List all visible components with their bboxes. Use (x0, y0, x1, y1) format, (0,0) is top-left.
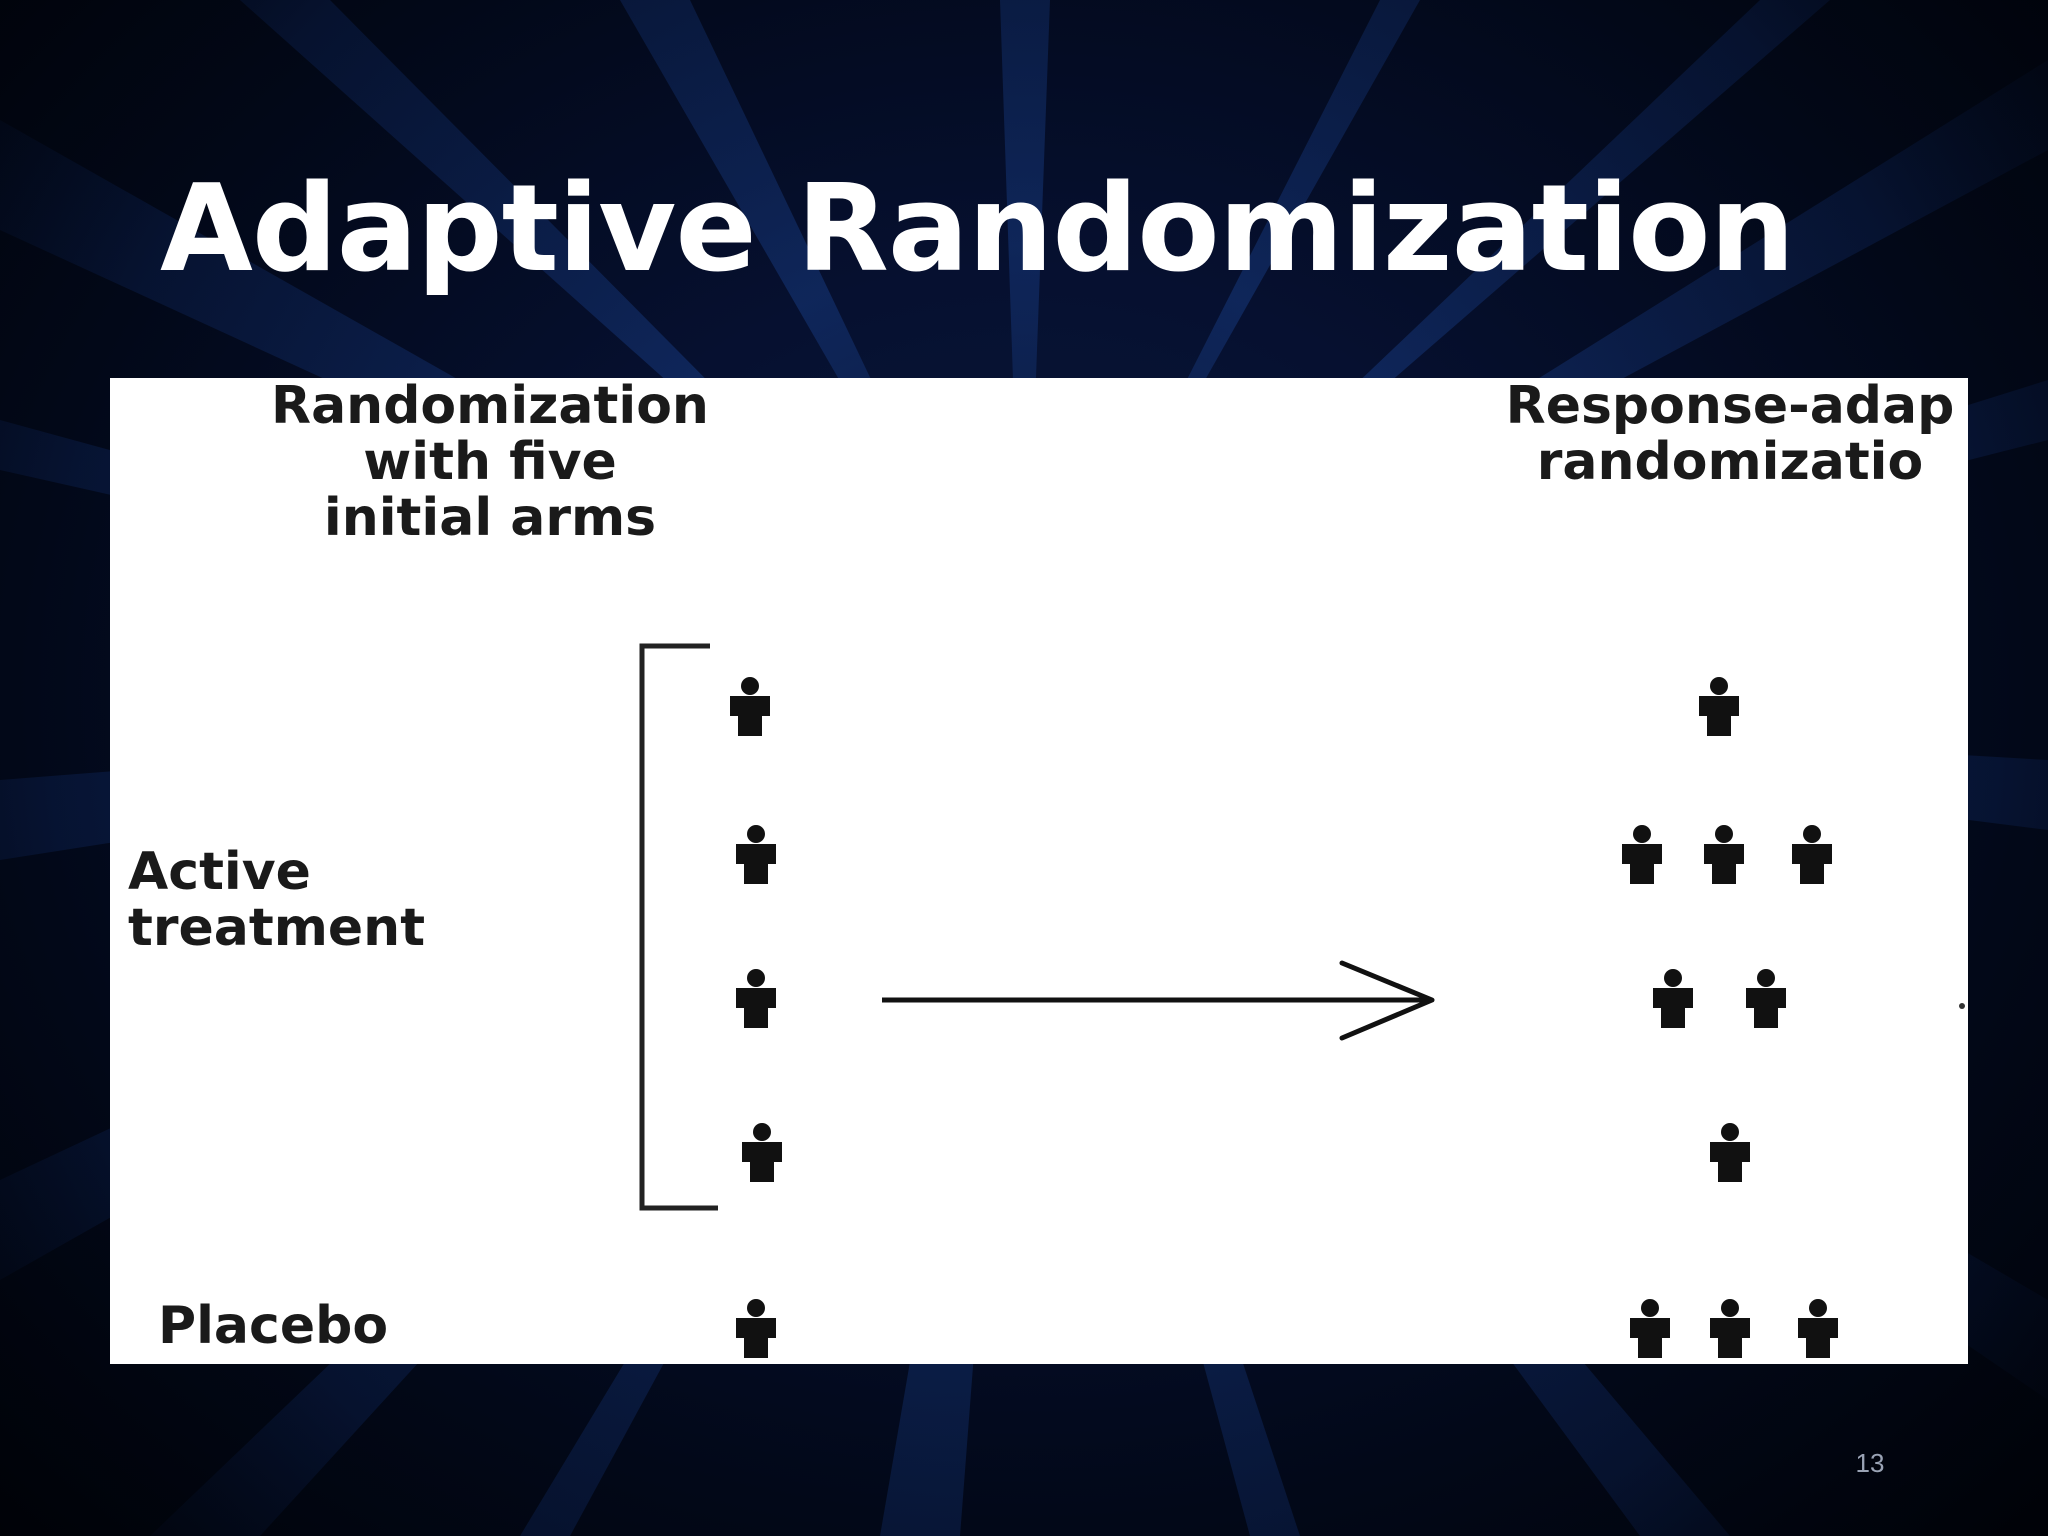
active-label-line: Active (128, 842, 311, 902)
person-icon (1798, 1299, 1838, 1358)
person-icon (1710, 1123, 1750, 1182)
right-header-line: Response-adap (1505, 378, 1955, 436)
person-icon (736, 825, 776, 884)
active-treatment-label: Active treatment (128, 844, 425, 956)
figure-graphics (639, 643, 1965, 1358)
person-icon (742, 1123, 782, 1182)
person-icon (1704, 825, 1744, 884)
left-header-line: initial arms (323, 488, 657, 548)
initial-arms (730, 677, 782, 1358)
person-icon (730, 677, 770, 736)
person-icon (1710, 1299, 1750, 1358)
arrow-head-icon (1339, 960, 1435, 1041)
person-icon (1622, 825, 1662, 884)
person-icon (1746, 969, 1786, 1028)
page-number: 13 (1855, 1448, 1885, 1478)
slide-title: Adaptive Randomization (160, 160, 1795, 299)
left-header-line: Randomization (271, 378, 709, 436)
person-icon (736, 1299, 776, 1358)
adaptive-arms (1622, 677, 1838, 1358)
left-header-line: with five (363, 432, 617, 492)
person-icon (1630, 1299, 1670, 1358)
person-icon (1792, 825, 1832, 884)
person-icon (736, 969, 776, 1028)
right-column-header: Response-adap randomizatio (1350, 378, 1968, 490)
active-treatment-bracket (639, 643, 718, 1211)
right-header-line: randomizatio (1536, 432, 1924, 492)
placebo-label: Placebo (158, 1296, 389, 1356)
person-icon (1653, 969, 1693, 1028)
edge-mark (1959, 1003, 1965, 1009)
person-icon (1699, 677, 1739, 736)
adaptive-randomization-figure: Randomization with five initial arms Res… (110, 378, 1968, 1364)
left-column-header: Randomization with five initial arms (110, 378, 870, 546)
active-label-line: treatment (128, 898, 426, 958)
